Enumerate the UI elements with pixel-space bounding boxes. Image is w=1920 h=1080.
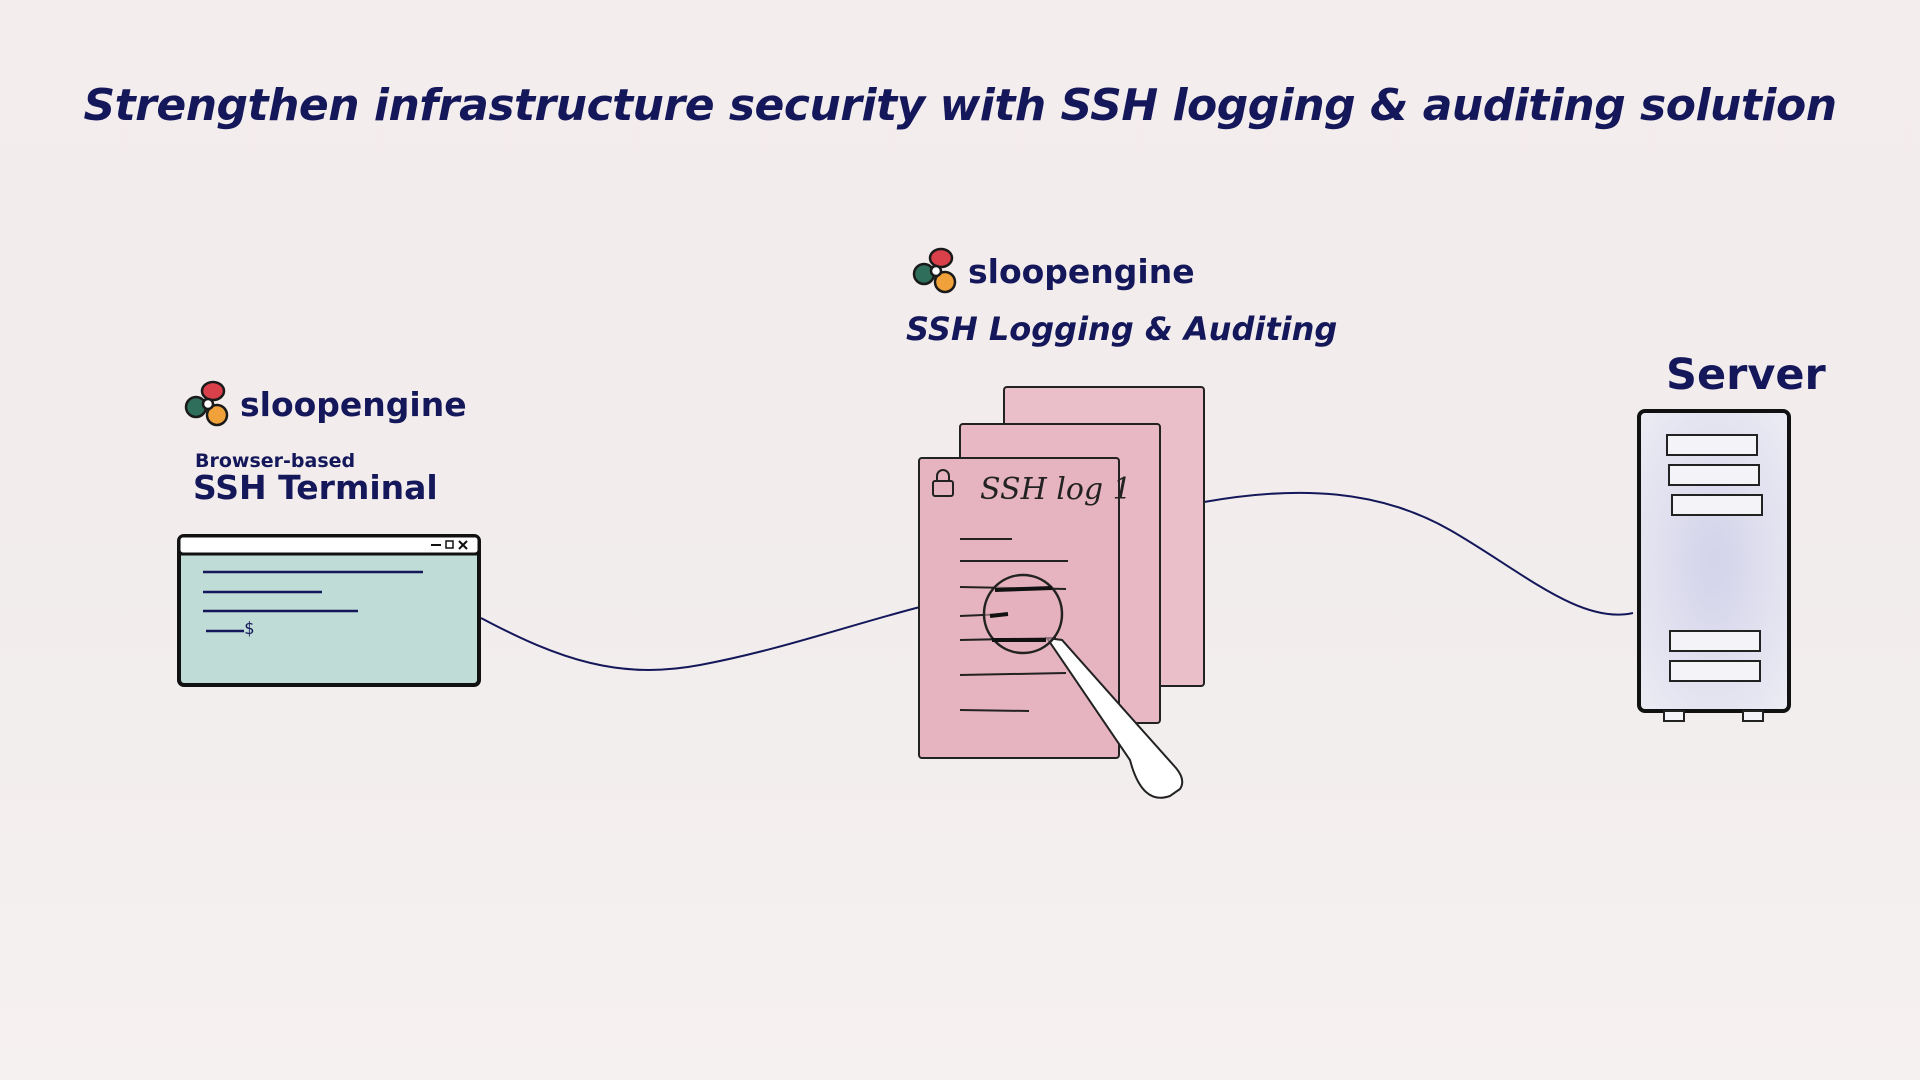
brand-logging: sloopengine [910,245,1195,297]
terminal-prompt: $ [244,619,254,639]
log-title: SSH log 1 [980,472,1132,507]
page-title: Strengthen infrastructure security with … [83,80,1837,131]
maximize-icon [445,540,454,549]
server-label: Server [1666,350,1826,400]
sloopengine-logo-icon [184,380,229,427]
server-drive-bay [1669,630,1761,652]
terminal-subtitle: Browser-based [195,450,356,472]
logging-label: SSH Logging & Auditing [906,310,1338,348]
terminal-window: $ [177,534,481,687]
brand-terminal: sloopengine [182,378,467,430]
lock-icon [932,469,954,497]
close-icon [458,540,468,550]
terminal-label: SSH Terminal [193,468,438,507]
connector-terminal-to-log [480,606,921,671]
brand-name: sloopengine [968,251,1195,291]
server-drive-bay [1668,464,1760,486]
sloopengine-logo-icon [912,247,957,294]
server-foot [1663,710,1685,722]
brand-name: sloopengine [240,384,467,424]
server-drive-bay [1671,494,1763,516]
server-tower [1637,409,1791,722]
magnifier-icon [982,573,1184,799]
server-foot [1742,710,1764,722]
server-drive-bay [1669,660,1761,682]
log-document-stack: SSH log 1 [918,386,1205,759]
connector-log-to-server [1203,491,1634,616]
server-drive-bay [1666,434,1758,456]
